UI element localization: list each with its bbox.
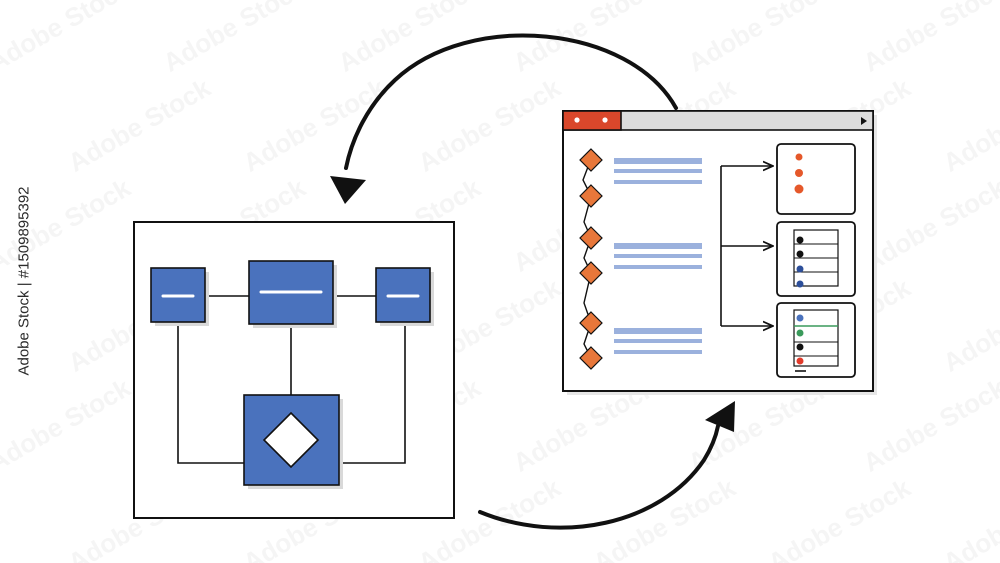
orange-diamond-marker xyxy=(579,346,603,370)
curved-arrow-left-icon xyxy=(344,33,678,170)
timeline-markers xyxy=(579,148,603,370)
window-control-dot xyxy=(574,117,580,123)
diamond-icon xyxy=(262,411,320,469)
text-line-placeholder xyxy=(614,158,702,164)
orange-diamond-marker xyxy=(579,261,603,285)
content-text-blocks xyxy=(614,158,702,354)
flowchart-panel xyxy=(133,221,455,519)
orange-diamond-marker xyxy=(579,148,603,172)
window-control-dot xyxy=(602,117,608,123)
card-list-a xyxy=(776,221,856,297)
text-line-placeholder xyxy=(614,180,702,184)
text-line-placeholder xyxy=(614,339,702,343)
orange-diamond-marker xyxy=(579,226,603,250)
process-block-left xyxy=(150,267,206,323)
text-line-placeholder xyxy=(614,328,702,334)
text-line-placeholder xyxy=(614,169,702,173)
text-line-placeholder xyxy=(614,243,702,249)
text-line-placeholder xyxy=(614,265,702,269)
decision-block xyxy=(243,394,340,486)
curved-arrow-right-icon xyxy=(478,424,720,530)
orange-diamond-marker xyxy=(579,184,603,208)
dropdown-arrow-icon xyxy=(861,117,867,125)
branch-connectors xyxy=(720,166,773,326)
card-dots xyxy=(776,143,856,215)
window-tab-active xyxy=(562,110,622,131)
app-window xyxy=(562,110,877,395)
process-block-center xyxy=(248,260,334,325)
cycle-arrow-bottom xyxy=(478,401,735,530)
text-line-placeholder xyxy=(614,350,702,354)
arrowhead-bottom xyxy=(705,401,735,432)
cycle-arrow-top xyxy=(330,33,678,204)
orange-diamond-marker xyxy=(579,311,603,335)
arrowhead-top xyxy=(330,176,366,204)
text-line-placeholder xyxy=(614,254,702,258)
flowchart-connectors xyxy=(177,295,406,464)
stock-side-label: Adobe Stock | #1509895392 xyxy=(15,186,33,376)
process-block-right xyxy=(375,267,431,323)
card-list-b xyxy=(776,302,856,378)
